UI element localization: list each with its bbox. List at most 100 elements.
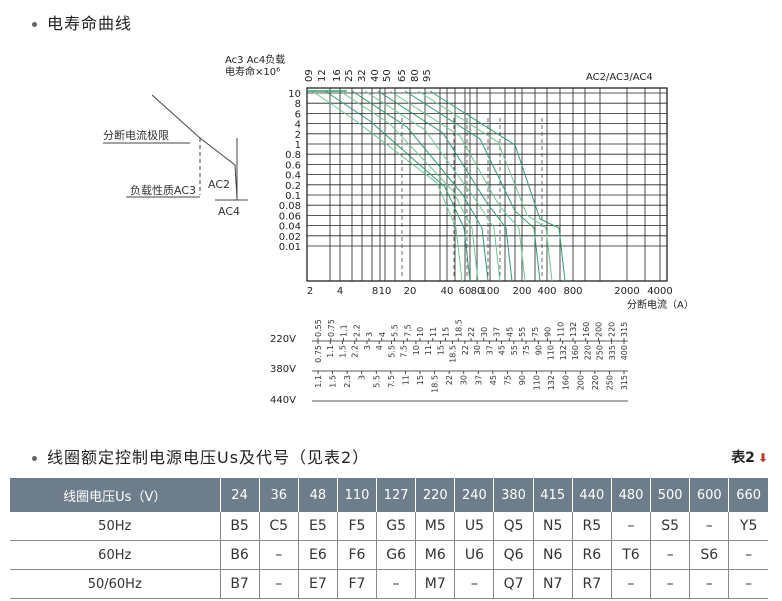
- x-tick-label: 200: [512, 286, 531, 297]
- code-cell: E6: [298, 540, 338, 570]
- x-tick-label: 80: [471, 286, 484, 297]
- life-curve: [311, 90, 463, 282]
- scale-label: 2.2: [352, 324, 361, 337]
- y-tick-label: 0.01: [279, 242, 301, 253]
- header-voltage-36: 36: [259, 478, 299, 512]
- code-cell: U5: [454, 512, 495, 541]
- y-tick-label: 1: [295, 140, 301, 151]
- scale-label: 315: [620, 322, 629, 337]
- code-cell: Q6: [493, 540, 534, 570]
- scale-label: 5.5: [391, 324, 400, 337]
- header-voltage-48: 48: [298, 478, 338, 512]
- scale-label: 55: [510, 345, 519, 355]
- code-cell: F7: [337, 569, 378, 599]
- scale-label: 10: [412, 345, 421, 355]
- y-tick-label: 8: [295, 99, 301, 110]
- code-cell: –: [728, 540, 768, 570]
- x-tick-label: 4000: [647, 286, 672, 297]
- row-frequency: 50Hz: [10, 512, 221, 541]
- load-nature-label: 负载性质AC3: [130, 183, 196, 197]
- code-cell: G5: [376, 512, 417, 541]
- row-frequency: 60Hz: [10, 540, 221, 570]
- scale-label: 110: [533, 375, 542, 390]
- header-voltage-380: 380: [493, 478, 534, 512]
- header-voltage-440: 440: [572, 478, 612, 512]
- bullet-icon: [32, 456, 37, 461]
- code-cell: E7: [298, 569, 338, 599]
- scale-label: 400: [620, 345, 629, 360]
- top-tick-label: 25: [344, 69, 355, 82]
- scale-label: 7.5: [400, 345, 409, 358]
- code-cell: C5: [259, 512, 299, 541]
- y-tick-label: 0.2: [285, 181, 301, 192]
- top-tick-label: 65: [397, 69, 408, 82]
- ac4-label: AC4: [218, 205, 240, 218]
- y-axis-label-1: Ac3 Ac4负载: [225, 53, 285, 66]
- life-curve: [429, 90, 566, 282]
- section-title-coil: 线圈额定控制电源电压Us及代号（见表2）: [32, 444, 369, 468]
- scale-label: 11: [401, 375, 410, 385]
- download-arrow-icon[interactable]: ⬇: [757, 451, 768, 465]
- scale-label: 110: [547, 345, 556, 360]
- code-cell: S6: [689, 540, 730, 570]
- code-cell: M6: [415, 540, 456, 570]
- x-tick-label: 100: [480, 286, 499, 297]
- scale-label: 2.2: [351, 345, 360, 358]
- header-voltage-600: 600: [689, 478, 730, 512]
- scale-label: 3: [358, 375, 367, 380]
- scale-label: 160: [562, 375, 571, 390]
- x-unit-label: 分断电流（A）: [627, 298, 694, 311]
- code-cell: F5: [337, 512, 378, 541]
- scale-label: 335: [608, 345, 617, 360]
- code-cell: M5: [415, 512, 456, 541]
- x-tick-label: 800: [563, 286, 582, 297]
- code-cell: E5: [298, 512, 338, 541]
- header-voltage-240: 240: [454, 478, 495, 512]
- life-curve: [389, 90, 526, 282]
- top-tick-label: 95: [422, 69, 433, 82]
- code-cell: N7: [533, 569, 573, 599]
- x-tick-label: 20: [404, 286, 417, 297]
- scale-label: 18.5: [449, 345, 458, 363]
- y-tick-label: 0.06: [279, 211, 301, 222]
- code-cell: B5: [220, 512, 260, 541]
- bullet-icon: [32, 22, 37, 27]
- y-tick-label: 10: [288, 89, 301, 100]
- scale-label: 30: [473, 345, 482, 355]
- code-cell: T6: [611, 540, 652, 570]
- scale-label: 132: [569, 322, 578, 337]
- scale-label: 315: [620, 375, 629, 390]
- code-cell: –: [650, 540, 691, 570]
- code-cell: –: [650, 569, 691, 599]
- life-curve: [364, 90, 501, 282]
- y-tick-label: 0.8: [285, 150, 301, 161]
- scale-label: 37: [485, 345, 494, 355]
- scale-label: 15: [416, 375, 425, 385]
- scale-label: 250: [596, 345, 605, 360]
- header-voltage-500: 500: [650, 478, 691, 512]
- y-tick-label: 0.04: [279, 222, 301, 233]
- electrical-life-chart: 分断电流极限 负载性质AC3 AC2 AC4 Ac3 Ac4负载 电寿命×10⁶…: [103, 53, 694, 402]
- scale-label: 55: [518, 327, 527, 337]
- row-frequency: 50/60Hz: [10, 569, 221, 599]
- y-tick-label: 0.02: [279, 232, 301, 243]
- scale-label: 15: [442, 327, 451, 337]
- header-voltage-660: 660: [728, 478, 768, 512]
- scale-label: 18.5: [454, 319, 463, 337]
- scale-label: 37: [493, 327, 502, 337]
- life-curve: [324, 90, 471, 282]
- scale-label: 5.5: [387, 345, 396, 358]
- break-limit-label: 分断电流极限: [103, 128, 169, 142]
- code-cell: G6: [376, 540, 417, 570]
- code-cell: Q5: [493, 512, 534, 541]
- header-voltage-220: 220: [415, 478, 456, 512]
- scale-label: 1.1: [314, 375, 323, 388]
- scale-label: 3: [365, 332, 374, 337]
- scale-label: 1.5: [329, 375, 338, 388]
- scale-label: 37: [474, 375, 483, 385]
